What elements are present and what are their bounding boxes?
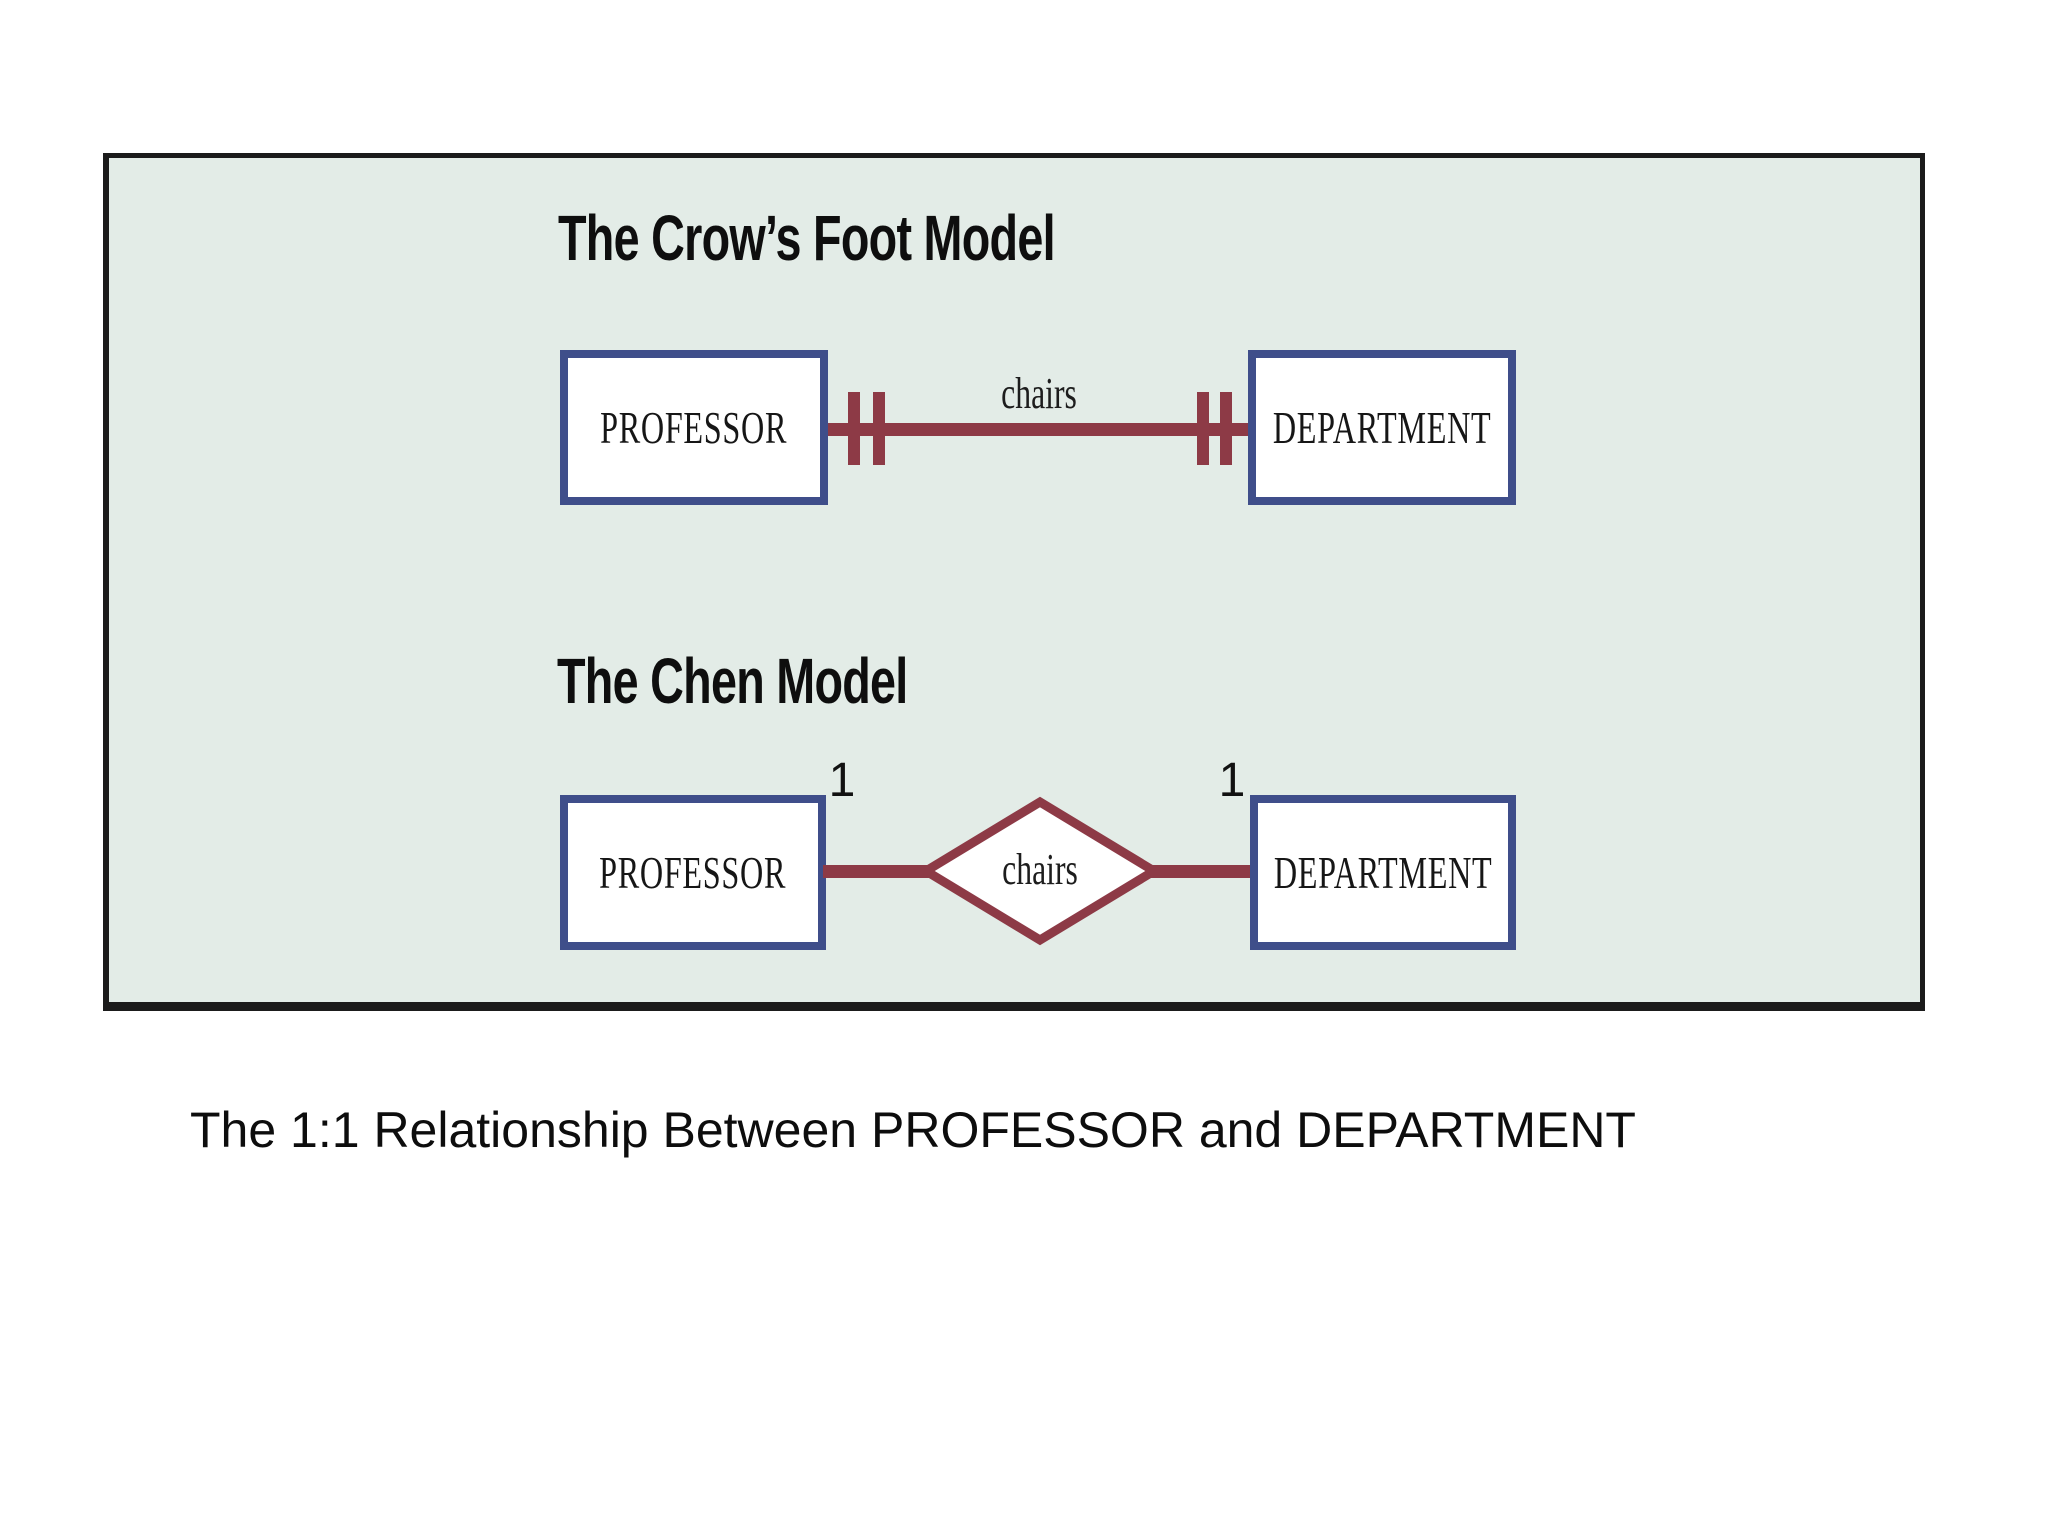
chen-relationship-line-left [823,865,948,878]
crows-foot-entity-label-professor: PROFESSOR [600,402,788,453]
chen-relationship-label: chairs [1002,845,1078,894]
chen-relationship-line-right [1132,865,1250,878]
crows-foot-relationship-line [828,423,1248,436]
crows-foot-relationship-label: chairs [1001,369,1077,418]
chen-entity-box-professor: PROFESSOR [560,795,826,950]
crows-foot-entity-box-department: DEPARTMENT [1248,350,1516,505]
cardinality-one-bar-icon [848,392,860,465]
crows-foot-entity-box-professor: PROFESSOR [560,350,828,505]
crows-foot-model-title: The Crow’s Foot Model [558,202,1056,274]
cardinality-one-bar-icon [873,392,885,465]
cardinality-one-bar-icon [1197,392,1209,465]
chen-model-title: The Chen Model [557,645,908,717]
figure-caption: The 1:1 Relationship Between PROFESSOR a… [190,1102,1636,1158]
chen-entity-label-professor: PROFESSOR [599,847,787,898]
chen-right-cardinality: 1 [1218,754,1246,807]
relationship-diamond-shape [920,796,1160,946]
chen-left-cardinality: 1 [828,754,856,807]
chen-entity-box-department: DEPARTMENT [1250,795,1516,950]
relationship-diamond [920,796,1160,946]
cardinality-one-bar-icon [1220,392,1232,465]
crows-foot-entity-label-department: DEPARTMENT [1272,402,1492,453]
chen-entity-label-department: DEPARTMENT [1273,847,1493,898]
